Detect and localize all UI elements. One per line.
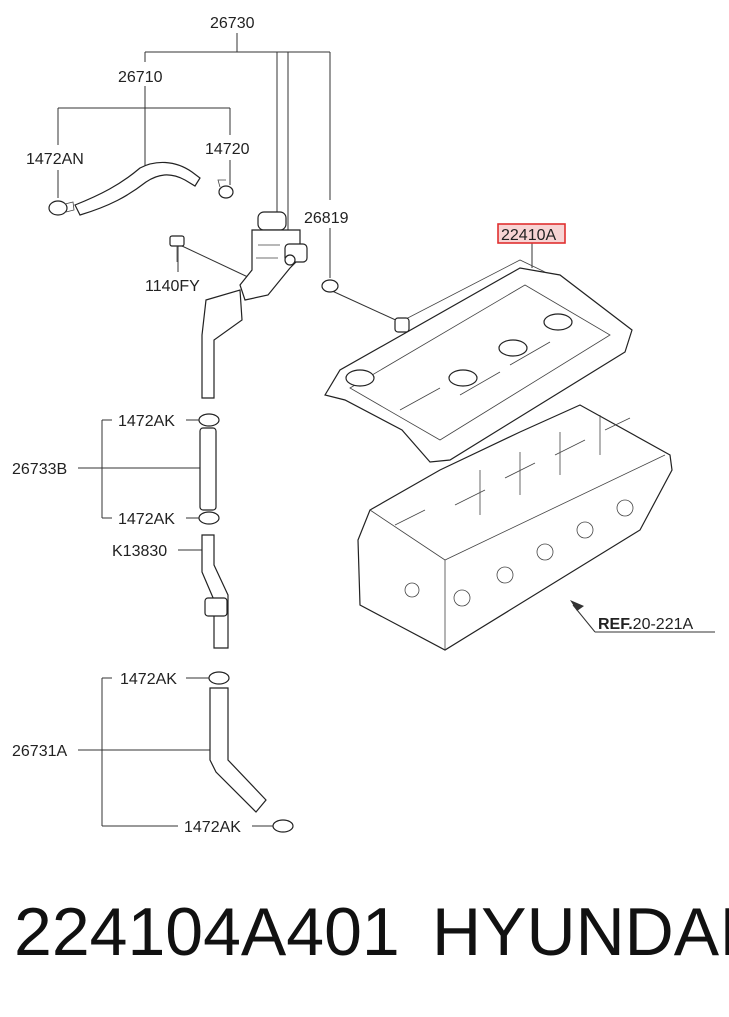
cylinder-head-cover-22410A — [324, 259, 633, 463]
part-labels: 26730 26710 1472AN 14720 26819 22410A 11… — [12, 15, 693, 836]
label-ref-number: 20-221A — [633, 616, 694, 633]
label-22410A-highlight — [497, 223, 566, 244]
hose-26710 — [74, 161, 201, 216]
label-26733B: 26733B — [12, 461, 67, 478]
label-1472AK-4: 1472AK — [184, 819, 241, 836]
part-number-text: 224104A401 — [14, 894, 400, 970]
hose-26731A — [209, 687, 267, 813]
label-1472AN: 1472AN — [26, 151, 84, 168]
cylinder-head-details — [394, 415, 634, 607]
label-1472AK-3: 1472AK — [120, 671, 177, 688]
label-26710: 26710 — [118, 69, 163, 86]
label-1472AK-2: 1472AK — [118, 511, 175, 528]
label-K13830: K13830 — [112, 543, 167, 560]
label-14720: 14720 — [205, 141, 250, 158]
label-26819: 26819 — [304, 210, 349, 227]
label-ref: REF.20-221A — [598, 616, 693, 633]
hose-26733B — [199, 427, 217, 511]
label-ref-bold: REF. — [598, 616, 633, 633]
pcv-valve-26730 — [239, 211, 308, 301]
brand-text: HYUNDAI — [432, 894, 729, 970]
cylinder-head — [357, 404, 673, 651]
label-1472AK-1: 1472AK — [118, 413, 175, 430]
clamps-1472AK — [198, 413, 294, 833]
label-26730: 26730 — [210, 15, 255, 32]
clamp-14720 — [217, 179, 234, 199]
clamp-1472AN — [48, 200, 75, 216]
bolt-1140FY — [169, 235, 185, 262]
label-26731A: 26731A — [12, 743, 67, 760]
label-22410A: 22410A — [501, 227, 556, 244]
pipe-K13830 — [201, 289, 243, 649]
o-ring-26819 — [321, 279, 339, 293]
label-1140FY: 1140FY — [145, 278, 200, 295]
